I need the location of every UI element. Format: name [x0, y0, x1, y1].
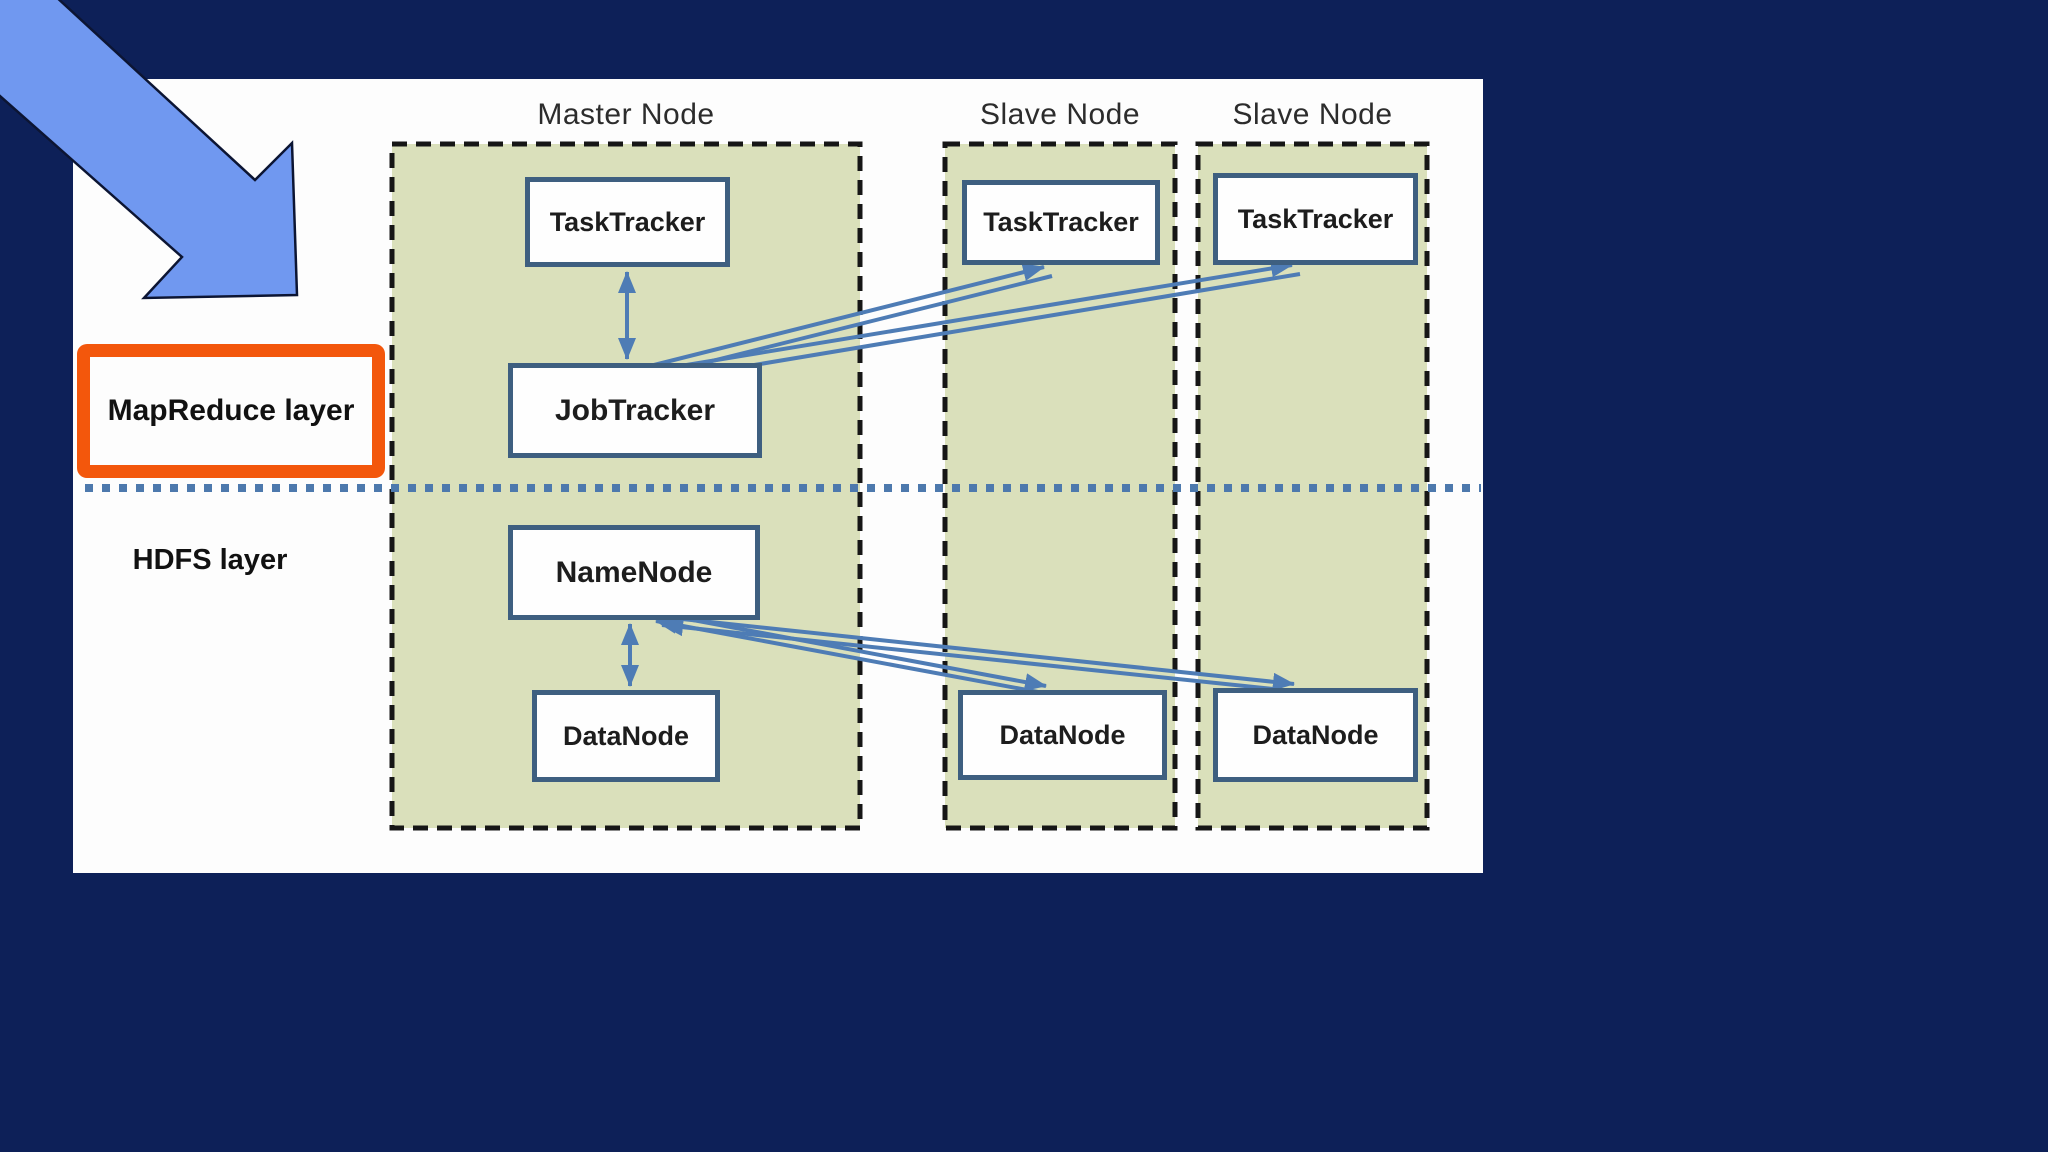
- slave2-datanode-label: DataNode: [1252, 719, 1379, 750]
- master-namenode-box: NameNode: [508, 525, 760, 620]
- master-datanode-box: DataNode: [532, 690, 720, 782]
- slave2-datanode-box: DataNode: [1213, 688, 1418, 782]
- master-jobtracker-box: JobTracker: [508, 363, 762, 458]
- connector-jobtracker-to-slave2-tasktracker: [649, 259, 1293, 373]
- slave1-tasktracker-box: TaskTracker: [962, 180, 1160, 265]
- mapreduce-layer-highlight: MapReduce layer: [77, 344, 385, 478]
- master-datanode-label: DataNode: [562, 720, 690, 751]
- connector-jobtracker-to-slave1-tasktracker: [645, 263, 1045, 369]
- master-jobtracker-label: JobTracker: [554, 393, 716, 427]
- master-node-title: Master Node: [537, 98, 715, 131]
- slave1-datanode-label: DataNode: [999, 719, 1126, 750]
- slave1-tasktracker-label: TaskTracker: [983, 207, 1139, 237]
- slave2-tasktracker-label: TaskTracker: [1237, 203, 1394, 234]
- connector-slave2-tasktracker-to-jobtracker: [657, 272, 1301, 387]
- master-namenode-label: NameNode: [555, 555, 713, 589]
- connector-slave2-datanode-to-namenode: [661, 618, 1303, 694]
- slave-node-2-title: Slave Node: [1232, 98, 1393, 131]
- slave2-tasktracker-box: TaskTracker: [1213, 173, 1418, 265]
- pointer-arrow-icon: [0, 0, 299, 300]
- slave-node-1-title: Slave Node: [979, 98, 1141, 131]
- slave1-datanode-box: DataNode: [958, 690, 1167, 780]
- hdfs-layer-label: HDFS layer: [132, 543, 288, 576]
- connector-slave1-datanode-to-namenode: [655, 615, 1055, 697]
- master-tasktracker-label: TaskTracker: [549, 206, 706, 237]
- connector-namenode-to-slave2-datanode: [653, 614, 1295, 691]
- master-tasktracker-box: TaskTracker: [525, 177, 730, 267]
- mapreduce-layer-label: MapReduce layer: [107, 394, 355, 427]
